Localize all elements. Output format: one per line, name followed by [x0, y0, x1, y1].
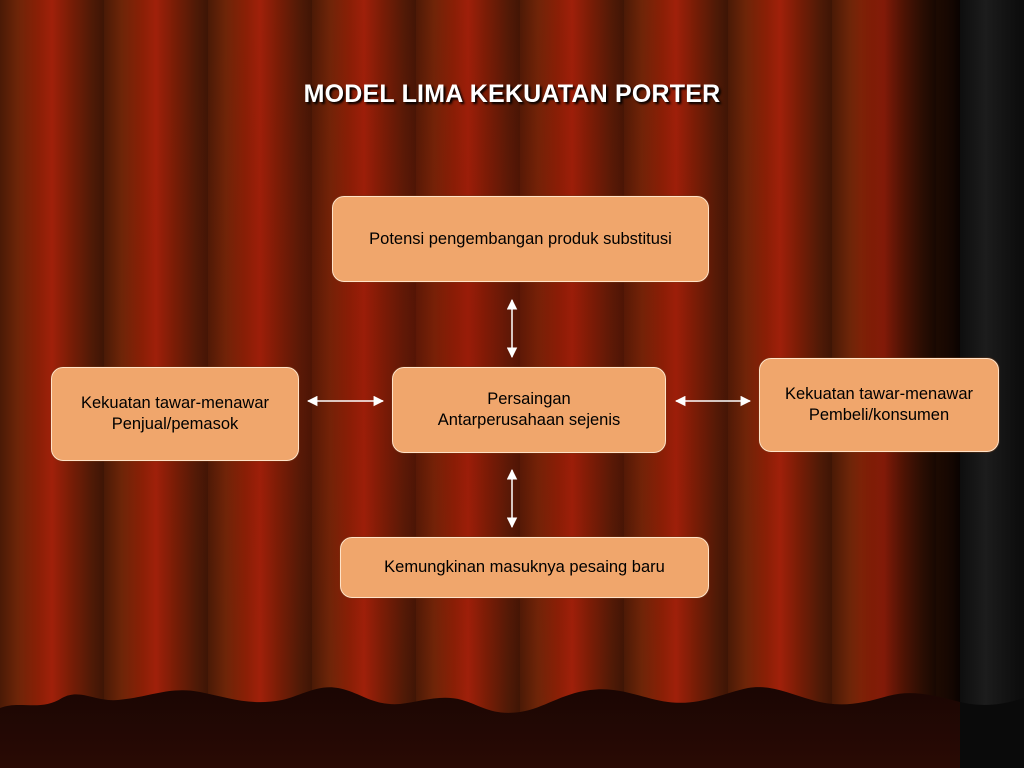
stage-floor-right	[960, 698, 1024, 768]
rivalry-label-line1: Persaingan	[487, 390, 571, 408]
rivalry-label-line2: Antarperusahaan sejenis	[437, 411, 621, 429]
new-entrants-box: Kemungkinan masuknya pesaing baru	[340, 537, 709, 598]
supplier-power-line1: Kekuatan tawar-menawar	[80, 394, 269, 412]
new-entrants-label: Kemungkinan masuknya pesaing baru	[384, 558, 665, 576]
industry-rivalry-box: Persaingan Antarperusahaan sejenis	[392, 367, 666, 453]
stage-floor	[0, 687, 960, 768]
substitute-threat-box: Potensi pengembangan produk substitusi	[332, 196, 709, 282]
supplier-power-line2: Penjual/pemasok	[111, 415, 239, 433]
supplier-power-box: Kekuatan tawar-menawar Penjual/pemasok	[51, 367, 299, 461]
buyer-power-box: Kekuatan tawar-menawar Pembeli/konsumen	[759, 358, 999, 452]
slide-title: MODEL LIMA KEKUATAN PORTER	[303, 80, 721, 108]
buyer-power-line2: Pembeli/konsumen	[808, 406, 950, 424]
buyer-power-line1: Kekuatan tawar-menawar	[784, 385, 973, 403]
substitute-threat-label: Potensi pengembangan produk substitusi	[369, 229, 672, 248]
